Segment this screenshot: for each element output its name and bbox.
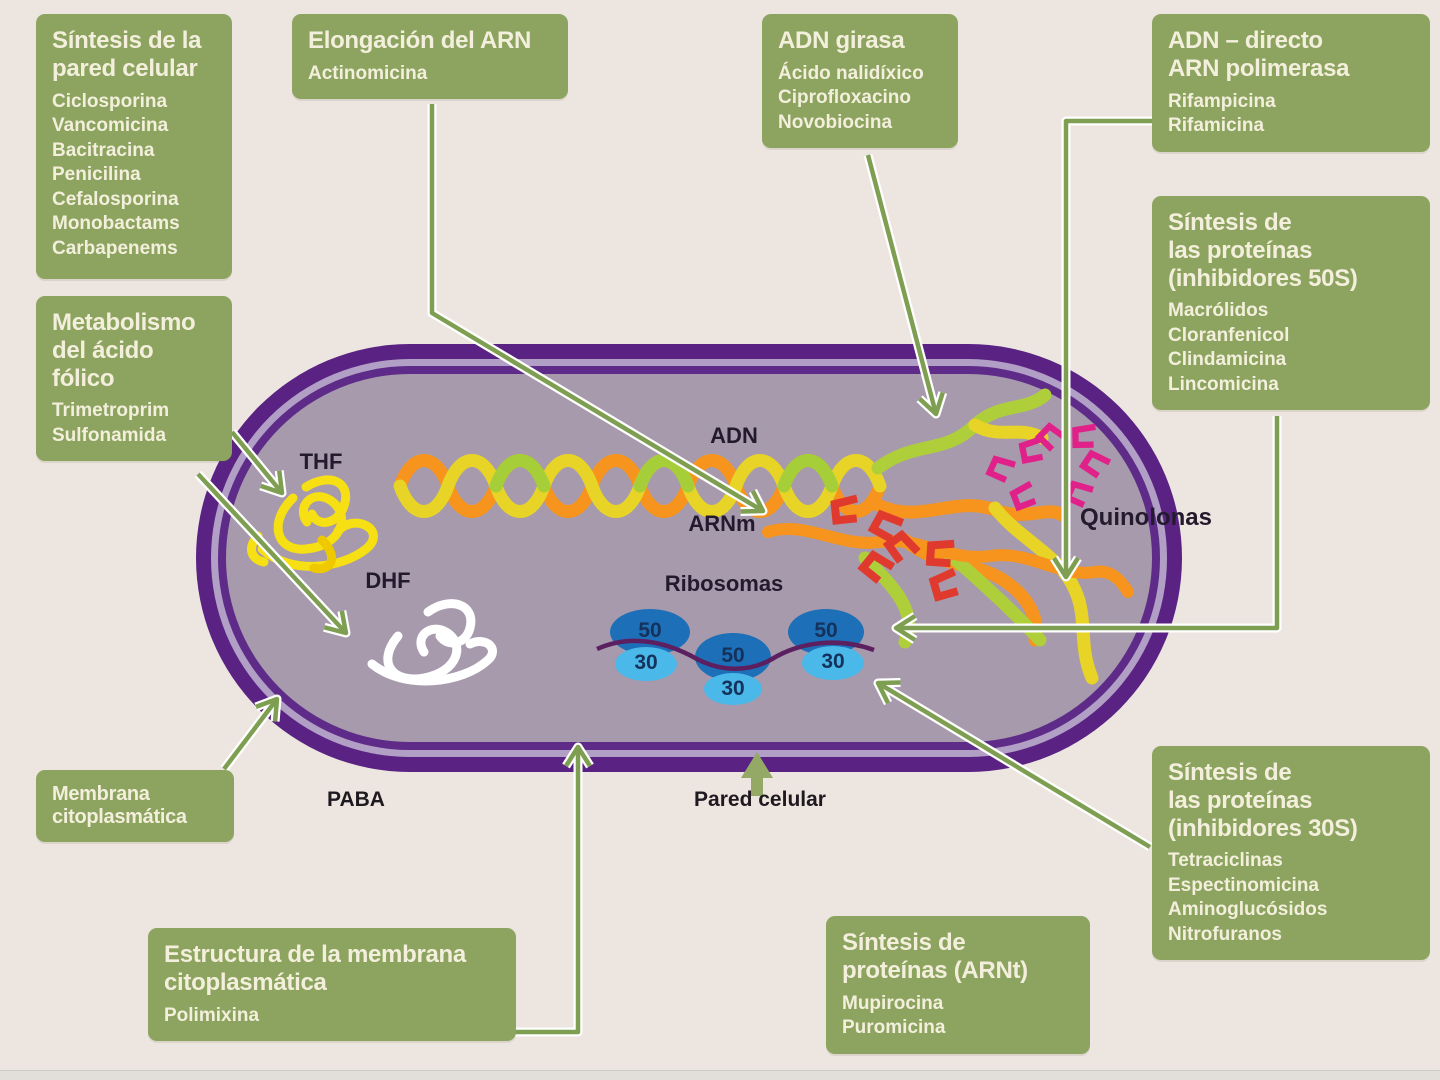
- ribosome-30-label: 30: [821, 650, 845, 673]
- drug-item: Cefalosporina: [52, 188, 179, 210]
- dhf-molecule-icon: [367, 599, 497, 686]
- box-title: Estructura de la membrana citoplasmática: [164, 941, 466, 996]
- drug-item: Novobiocina: [778, 111, 893, 133]
- label-box-cell-wall-synthesis: Síntesis de la pared celular Ciclosporin…: [36, 14, 232, 279]
- drug-item: Carbapenems: [52, 237, 178, 259]
- thf-molecule-icon: [247, 475, 378, 574]
- arnm-label: ARNm: [688, 511, 756, 536]
- ribosome-50-label: 50: [638, 619, 662, 642]
- drug-item: Puromicina: [842, 1017, 946, 1039]
- label-box-protein-30s: Síntesis de las proteínas (inhibidores 3…: [1152, 746, 1430, 961]
- drug-item: Penicilina: [52, 164, 141, 186]
- label-box-folic-acid-metabolism: Metabolismo del ácido fólico Trimetropri…: [36, 296, 232, 462]
- drug-item: Ácido nalidíxico: [778, 62, 924, 84]
- label-box-membrane-structure: Estructura de la membrana citoplasmática…: [148, 928, 516, 1042]
- pared-celular-label: Pared celular: [694, 788, 826, 811]
- arrow-30s-to-ribosomes-icon: [873, 678, 1153, 851]
- drug-item: Vancomicina: [52, 115, 169, 137]
- drug-item: Clindamicina: [1168, 349, 1287, 371]
- box-title: ADN girasa: [778, 27, 905, 54]
- drug-item: Actinomicina: [308, 62, 428, 84]
- ribosome-50-label: 50: [721, 644, 745, 667]
- box-title: Metabolismo del ácido fólico: [52, 309, 196, 392]
- drug-item: Rifamicina: [1168, 115, 1265, 137]
- label-box-rna-elongation: Elongación del ARN Actinomicina: [292, 14, 568, 100]
- box-items: Polimixina: [164, 1004, 500, 1029]
- bottom-edge-strip: [0, 1070, 1440, 1080]
- quinolonas-label: Quinolonas: [1080, 504, 1212, 531]
- drug-item: Ciclosporina: [52, 90, 168, 112]
- ribosomes-icon: [596, 609, 875, 705]
- drug-item: Tetraciclinas: [1168, 850, 1283, 872]
- connector-arrows: [194, 104, 1282, 1037]
- drug-item: Ciprofloxacino: [778, 87, 912, 109]
- label-box-cytoplasmic-membrane: Membrana citoplasmática: [36, 770, 234, 843]
- drug-item: Aminoglucósidos: [1168, 899, 1328, 921]
- box-title: Síntesis de proteínas (ARNt): [842, 929, 1028, 984]
- drug-item: Nitrofuranos: [1168, 923, 1282, 945]
- arrow-gyrase-to-dna-icon: [863, 153, 948, 419]
- dhf-label: DHF: [365, 568, 411, 593]
- drug-item: Cloranfenicol: [1168, 324, 1290, 346]
- arrow-50s-to-ribosomes-icon: [891, 416, 1282, 644]
- drug-item: Lincomicina: [1168, 373, 1279, 395]
- arrow-pared-celular-icon: [741, 752, 773, 796]
- drug-item: Rifampicina: [1168, 90, 1276, 112]
- box-title: ADN – directo ARN polimerasa: [1168, 27, 1350, 82]
- adn-label: ADN: [710, 423, 758, 448]
- box-title: Síntesis de las proteínas (inhibidores 5…: [1168, 209, 1358, 292]
- drug-item: Mupirocina: [842, 992, 944, 1014]
- label-box-protein-50s: Síntesis de las proteínas (inhibidores 5…: [1152, 196, 1430, 411]
- drug-item: Bacitracina: [52, 139, 155, 161]
- drug-item: Polimixina: [164, 1004, 260, 1026]
- drug-item: Trimetroprim: [52, 400, 170, 422]
- arrow-elongation-to-arnm-icon: [427, 104, 768, 517]
- box-title: Elongación del ARN: [308, 27, 532, 54]
- box-items: Actinomicina: [308, 62, 552, 87]
- ribosomas-label: Ribosomas: [664, 571, 784, 596]
- box-title: Membrana citoplasmática: [52, 783, 187, 829]
- drug-item: Sulfonamida: [52, 424, 167, 446]
- drug-item: Monobactams: [52, 213, 180, 235]
- label-box-rna-polymerase: ADN – directo ARN polimerasa Rifampicina…: [1152, 14, 1430, 152]
- dna-helix-icon: [393, 454, 887, 518]
- ribosome-30-label: 30: [721, 677, 745, 700]
- drug-item: Macrólidos: [1168, 300, 1269, 322]
- arrow-folic-to-dhf-icon: [194, 470, 351, 638]
- arnm-strand-icon: [762, 522, 1134, 598]
- ribosome-50-label: 50: [814, 619, 838, 642]
- thf-label: THF: [299, 449, 343, 474]
- ribosome-30-label: 30: [634, 651, 658, 674]
- paba-label: PABA: [327, 788, 385, 811]
- arrow-polymerase-to-strands-icon: [1050, 116, 1152, 582]
- drug-item: Espectinomicina: [1168, 874, 1319, 896]
- arrow-folic-to-thf-icon: [228, 429, 287, 498]
- box-title: Síntesis de las proteínas (inhibidores 3…: [1168, 759, 1358, 842]
- box-title: Síntesis de la pared celular: [52, 27, 202, 82]
- arrow-membrane-to-wall-icon: [220, 694, 282, 772]
